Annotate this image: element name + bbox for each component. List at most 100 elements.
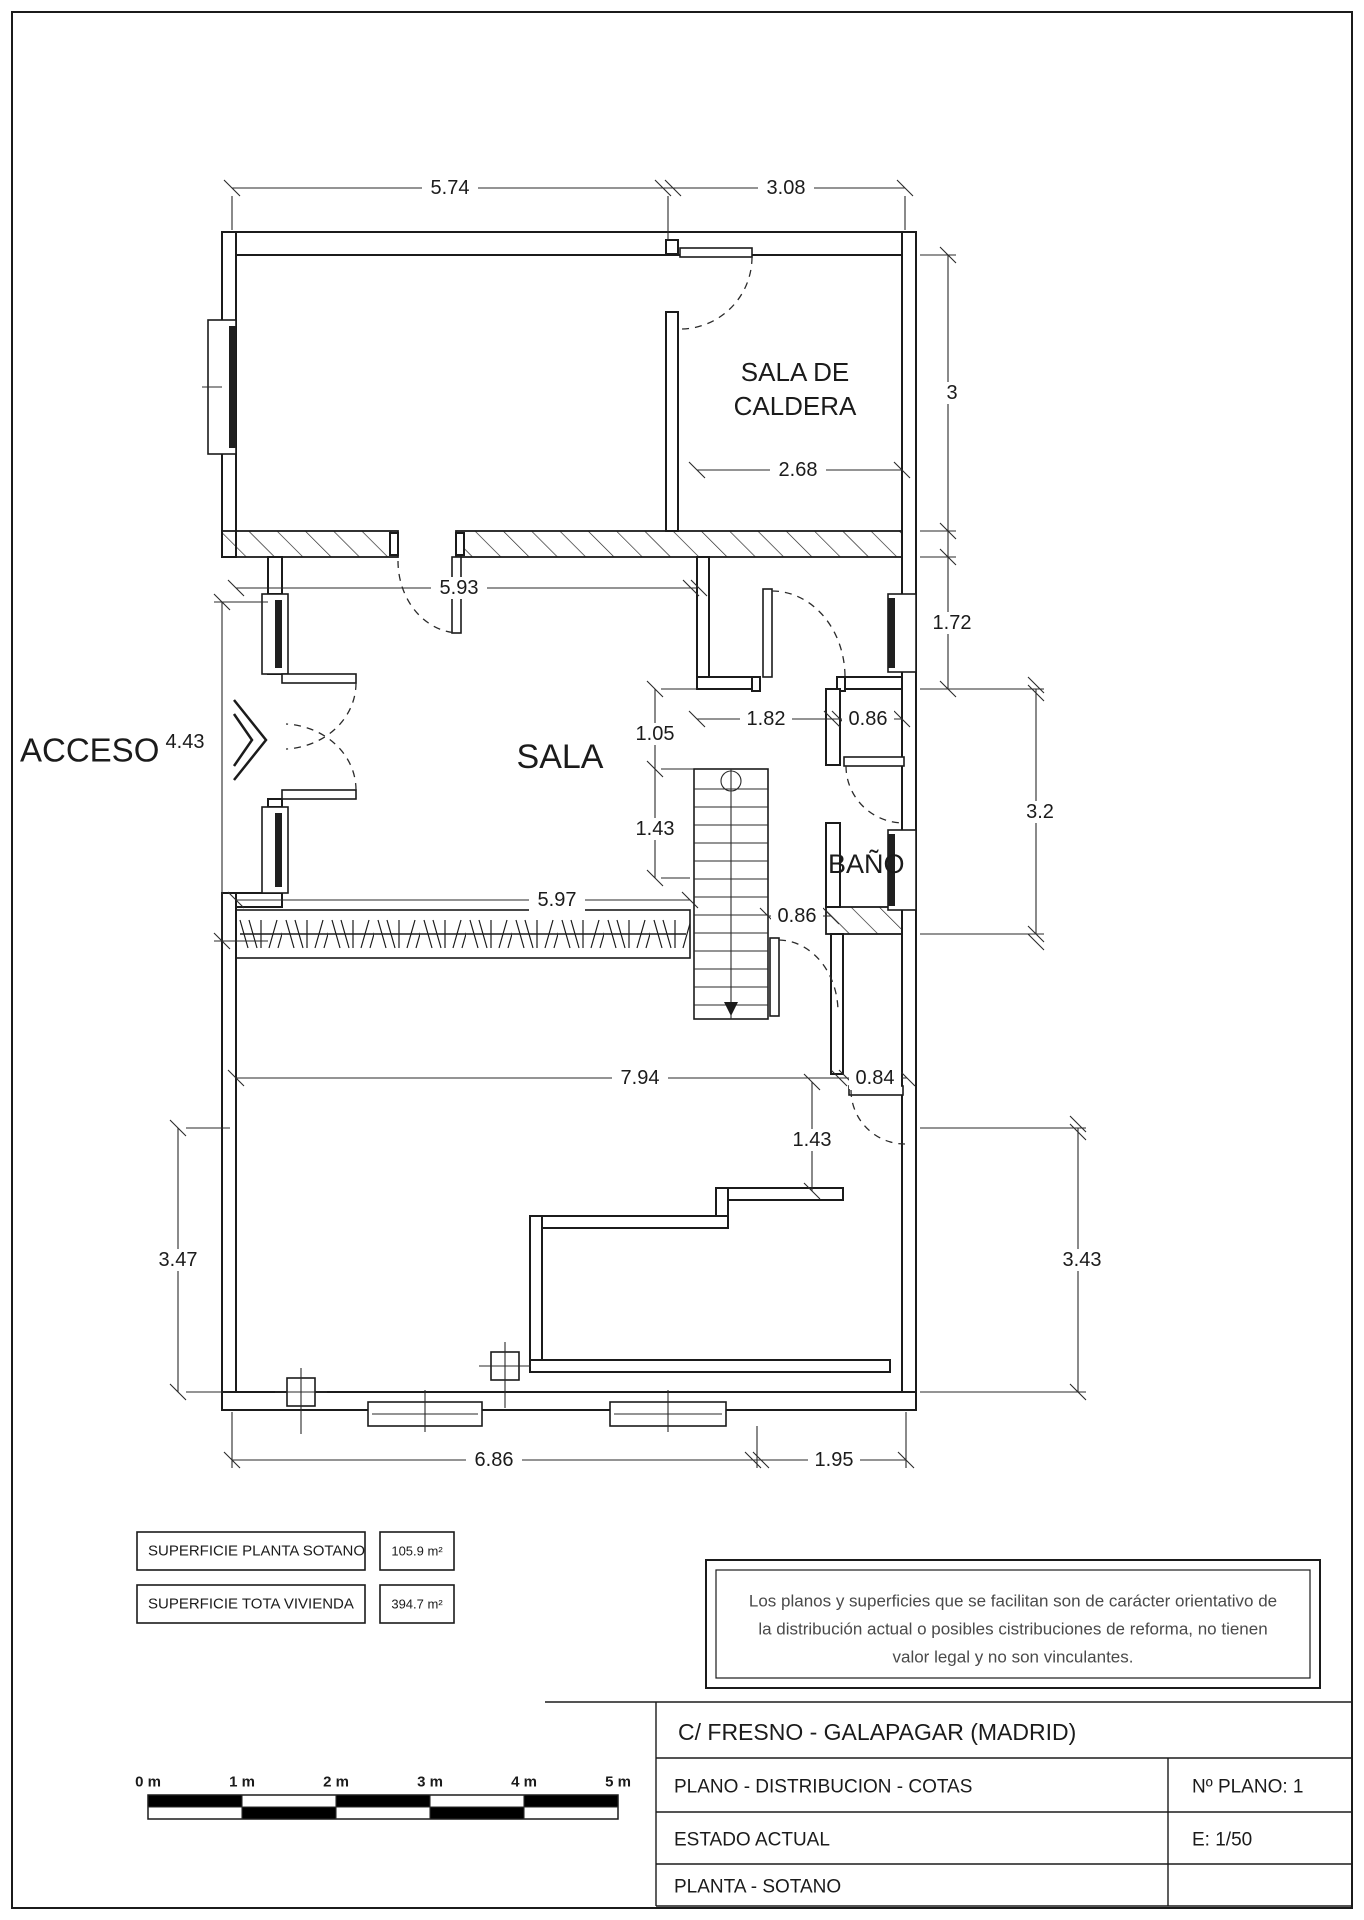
room-labels: SALA DE CALDERA SALA BAÑO ACCESO xyxy=(20,357,905,879)
title-block-address: C/ FRESNO - GALAPAGAR (MADRID) xyxy=(678,1719,1076,1745)
dim-label-32: 3.2 xyxy=(1026,801,1054,823)
windows xyxy=(202,319,917,1432)
ramp xyxy=(235,909,691,959)
wall-bano-upper xyxy=(825,688,841,766)
wall-bottom xyxy=(221,1391,917,1411)
dim-label-574: 5.74 xyxy=(431,177,470,199)
stairs-down-arrow-icon xyxy=(724,1002,738,1016)
disclaimer-line-1: Los planos y superficies que se facilita… xyxy=(749,1592,1277,1611)
dim-label-308: 3.08 xyxy=(767,177,806,199)
door-leaf-vestibule xyxy=(762,588,773,678)
area-table: SUPERFICIE PLANTA SOTANO 105.9 m² SUPERF… xyxy=(136,1531,455,1624)
door-swing-bottom-room xyxy=(850,1089,906,1145)
dim-label-143b: 1.43 xyxy=(793,1129,832,1151)
wall-right xyxy=(901,231,917,1411)
disclaimer-line-3: valor legal y no son vinculantes. xyxy=(893,1648,1134,1667)
dim-label-084: 0.84 xyxy=(856,1067,895,1089)
dim-extension-lines xyxy=(186,196,1086,1468)
window-top-left-glazing xyxy=(229,326,236,448)
dim-label-597: 5.97 xyxy=(538,889,577,911)
title-block-grid xyxy=(545,1701,1352,1907)
area-table-label-2: SUPERFICIE TOTA VIVIENDA xyxy=(148,1596,354,1613)
door-leaf-bano xyxy=(843,756,905,767)
wall-top xyxy=(221,231,917,256)
dim-label-195: 1.95 xyxy=(815,1449,854,1471)
window-sala-lower-glazing xyxy=(275,813,282,887)
title-block: C/ FRESNO - GALAPAGAR (MADRID) PLANO - D… xyxy=(545,1701,1352,1907)
title-block-estado: ESTADO ACTUAL xyxy=(674,1830,830,1851)
wall-left-lower xyxy=(221,892,237,1393)
hatch-wall-right xyxy=(455,530,903,558)
wall-alcove-top-right xyxy=(715,1187,844,1201)
scale-bar-seg xyxy=(148,1795,242,1807)
title-block-plan-number: Nº PLANO: 1 xyxy=(1192,1777,1303,1798)
door-leaf-acceso-lower xyxy=(281,789,357,800)
dim-label-347: 3.47 xyxy=(159,1249,198,1271)
area-table-value-1: 105.9 m² xyxy=(391,1544,443,1559)
door-swing-acceso-lower xyxy=(285,723,357,791)
door-leaf-acceso-upper xyxy=(281,673,357,684)
room-label-sala: SALA xyxy=(517,738,604,776)
disclaimer-box: Los planos y superficies que se facilita… xyxy=(705,1559,1321,1689)
dim-label-593: 5.93 xyxy=(440,577,479,599)
wall-caldera-partition xyxy=(665,311,679,532)
column-markers xyxy=(275,1342,531,1434)
hatch-wall-bano xyxy=(825,906,903,935)
dim-label-686: 6.86 xyxy=(475,1449,514,1471)
dim-label-105: 1.05 xyxy=(636,723,675,745)
wall-vestibule-bottom-r xyxy=(844,676,903,690)
scale-bar-seg xyxy=(336,1795,430,1807)
acceso-arrow-icon xyxy=(232,699,268,781)
room-label-caldera-2: CALDERA xyxy=(734,391,857,421)
dimension-lines xyxy=(169,179,1087,1469)
hatch-wall-left xyxy=(221,530,399,558)
title-block-escala: E: 1/50 xyxy=(1192,1830,1252,1851)
dim-label-172: 1.72 xyxy=(933,612,972,634)
scale-bar-seg xyxy=(242,1807,336,1819)
wall-vestibule-left xyxy=(696,556,710,678)
area-table-value-box-1 xyxy=(379,1531,455,1571)
window-bottom-1-lines xyxy=(372,1390,478,1432)
caldera-door-stub xyxy=(665,239,679,255)
area-table-label-box-2 xyxy=(136,1584,366,1624)
area-table-label-box-1 xyxy=(136,1531,366,1571)
dim-label-443: 4.43 xyxy=(166,731,205,753)
dimension-labels: 5.74 3.08 3 2.68 5.93 1.72 4.43 1.82 0.8… xyxy=(152,176,1108,1472)
staircase xyxy=(693,768,769,1020)
dim-label-086b: 0.86 xyxy=(778,905,817,927)
dim-label-794: 7.94 xyxy=(621,1067,660,1089)
door-swing-caldera xyxy=(677,256,753,330)
dimension-ticks xyxy=(169,179,1087,1469)
area-table-label-1: SUPERFICIE PLANTA SOTANO xyxy=(148,1543,365,1560)
scale-bar-seg xyxy=(524,1795,618,1807)
vestibule-door-stub-l xyxy=(751,676,761,692)
column-marker-1-cross xyxy=(275,1368,327,1434)
scale-label-2m: 2 m xyxy=(323,1774,349,1791)
area-table-value-2: 394.7 m² xyxy=(391,1597,443,1612)
scale-label-0m: 0 m xyxy=(135,1774,161,1791)
door-swing-vestibule xyxy=(771,590,846,678)
scale-label-4m: 4 m xyxy=(511,1774,537,1791)
title-block-plan-label: PLANO - DISTRIBUCION - COTAS xyxy=(674,1777,972,1798)
dim-label-086a: 0.86 xyxy=(849,708,888,730)
dim-label-143a: 1.43 xyxy=(636,818,675,840)
column-marker-2-cross xyxy=(479,1342,531,1408)
wall-alcove-top-left xyxy=(529,1215,729,1229)
wall-alcove-left xyxy=(529,1215,543,1373)
scale-label-5m: 5 m xyxy=(605,1774,631,1791)
door-swing-stairs-side xyxy=(778,939,839,1013)
hatch-door-stub-l xyxy=(389,532,399,556)
dim-label-182: 1.82 xyxy=(747,708,786,730)
door-swing-acceso-upper xyxy=(285,682,357,750)
window-right-bano-glazing xyxy=(888,834,895,906)
scale-label-1m: 1 m xyxy=(229,1774,255,1791)
room-label-acceso: ACCESO xyxy=(20,732,159,769)
door-swing-hatchwall xyxy=(397,560,460,634)
hatched-walls xyxy=(221,530,903,935)
window-bottom-2-lines xyxy=(614,1390,722,1432)
page-border xyxy=(11,11,1353,1909)
scale-bar-seg xyxy=(430,1807,524,1819)
title-block-planta: PLANTA - SOTANO xyxy=(674,1877,841,1898)
